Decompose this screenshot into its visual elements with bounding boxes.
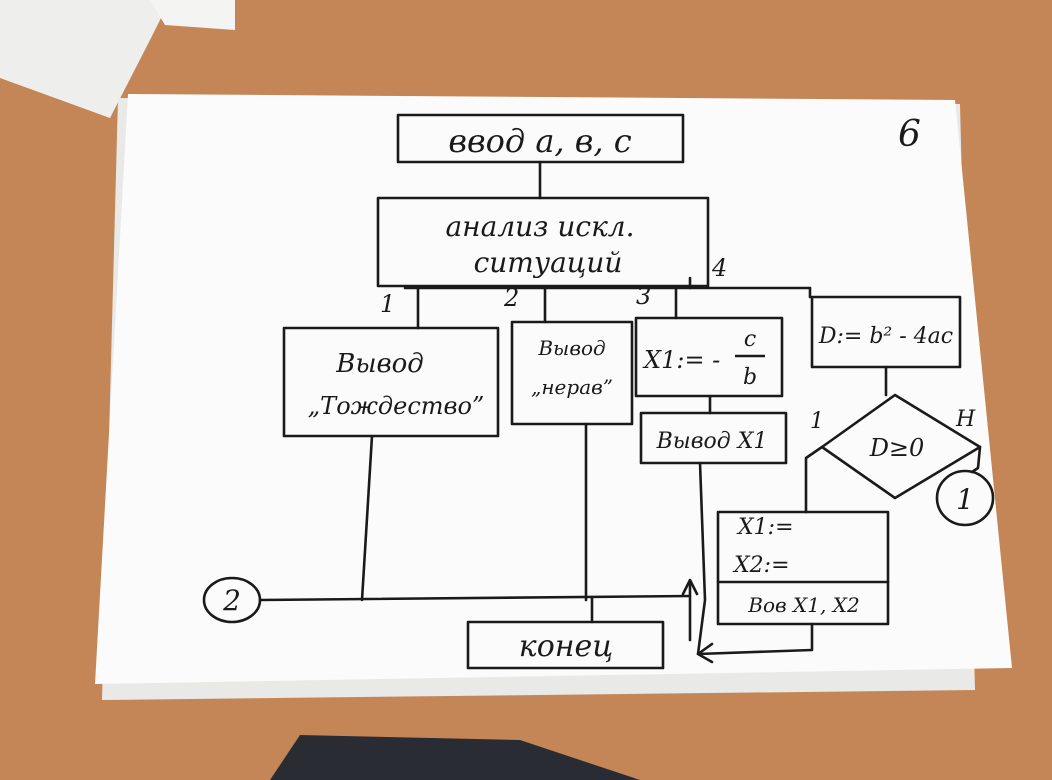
connector-circle-1 [935, 469, 995, 527]
end-block [466, 620, 665, 670]
connector-circle-1-label: 1 [956, 483, 974, 516]
x1-numerator: c [744, 327, 756, 352]
paper-sheet [95, 94, 1012, 684]
flow-exit-arrowhead [696, 642, 714, 664]
background-paper [0, 0, 170, 118]
x1-formula-label: X1:= - [642, 346, 720, 374]
connector-circle-2-label: 2 [222, 584, 241, 617]
flow-return-arrowhead [681, 578, 699, 596]
end-label: конец [519, 629, 613, 664]
branch-label-yes: 1 [810, 409, 824, 434]
output-x1-block [639, 411, 788, 465]
branch-label-1: 1 [380, 290, 395, 318]
output-x1-label: Вывод X1 [656, 429, 768, 454]
dark-object [270, 735, 640, 780]
output-identity-block [282, 326, 500, 438]
branch-label-2: 2 [503, 284, 519, 312]
x1-denominator: b [743, 365, 757, 390]
discriminant-label: D:= b² - 4ac [818, 324, 953, 349]
analysis-block [376, 196, 710, 288]
branch-label-4: 4 [711, 254, 727, 282]
branch-label-3: 3 [636, 282, 651, 310]
output-inequality-label-line1: Вывод [537, 336, 605, 360]
flow-left-bus [258, 594, 692, 602]
roots-block [716, 510, 890, 626]
flow-yes-branch [804, 445, 824, 514]
condition-label: D≥0 [869, 434, 925, 462]
output-roots-label: Вов X1, X2 [747, 593, 859, 617]
analysis-label-line1: анализ искл. [445, 210, 634, 243]
output-inequality-block [510, 320, 634, 426]
output-inequality-label-line2: „нерав” [531, 375, 613, 399]
input-label: ввод а, в, с [448, 122, 631, 160]
flow-no-branch [970, 445, 982, 474]
analysis-label-line2: ситуаций [474, 246, 623, 279]
roots-label-line1: X1:= [736, 515, 794, 540]
page-number: 6 [898, 114, 921, 155]
branch-label-no: Н [955, 407, 976, 432]
roots-label-line2: X2:= [732, 553, 790, 578]
condition-diamond [820, 393, 982, 500]
output-identity-label-line1: Вывод [335, 349, 424, 379]
output-identity-label-line2: „Тождество” [308, 392, 484, 420]
flow-identity-down [360, 434, 374, 602]
background-paper-2 [150, 0, 235, 30]
